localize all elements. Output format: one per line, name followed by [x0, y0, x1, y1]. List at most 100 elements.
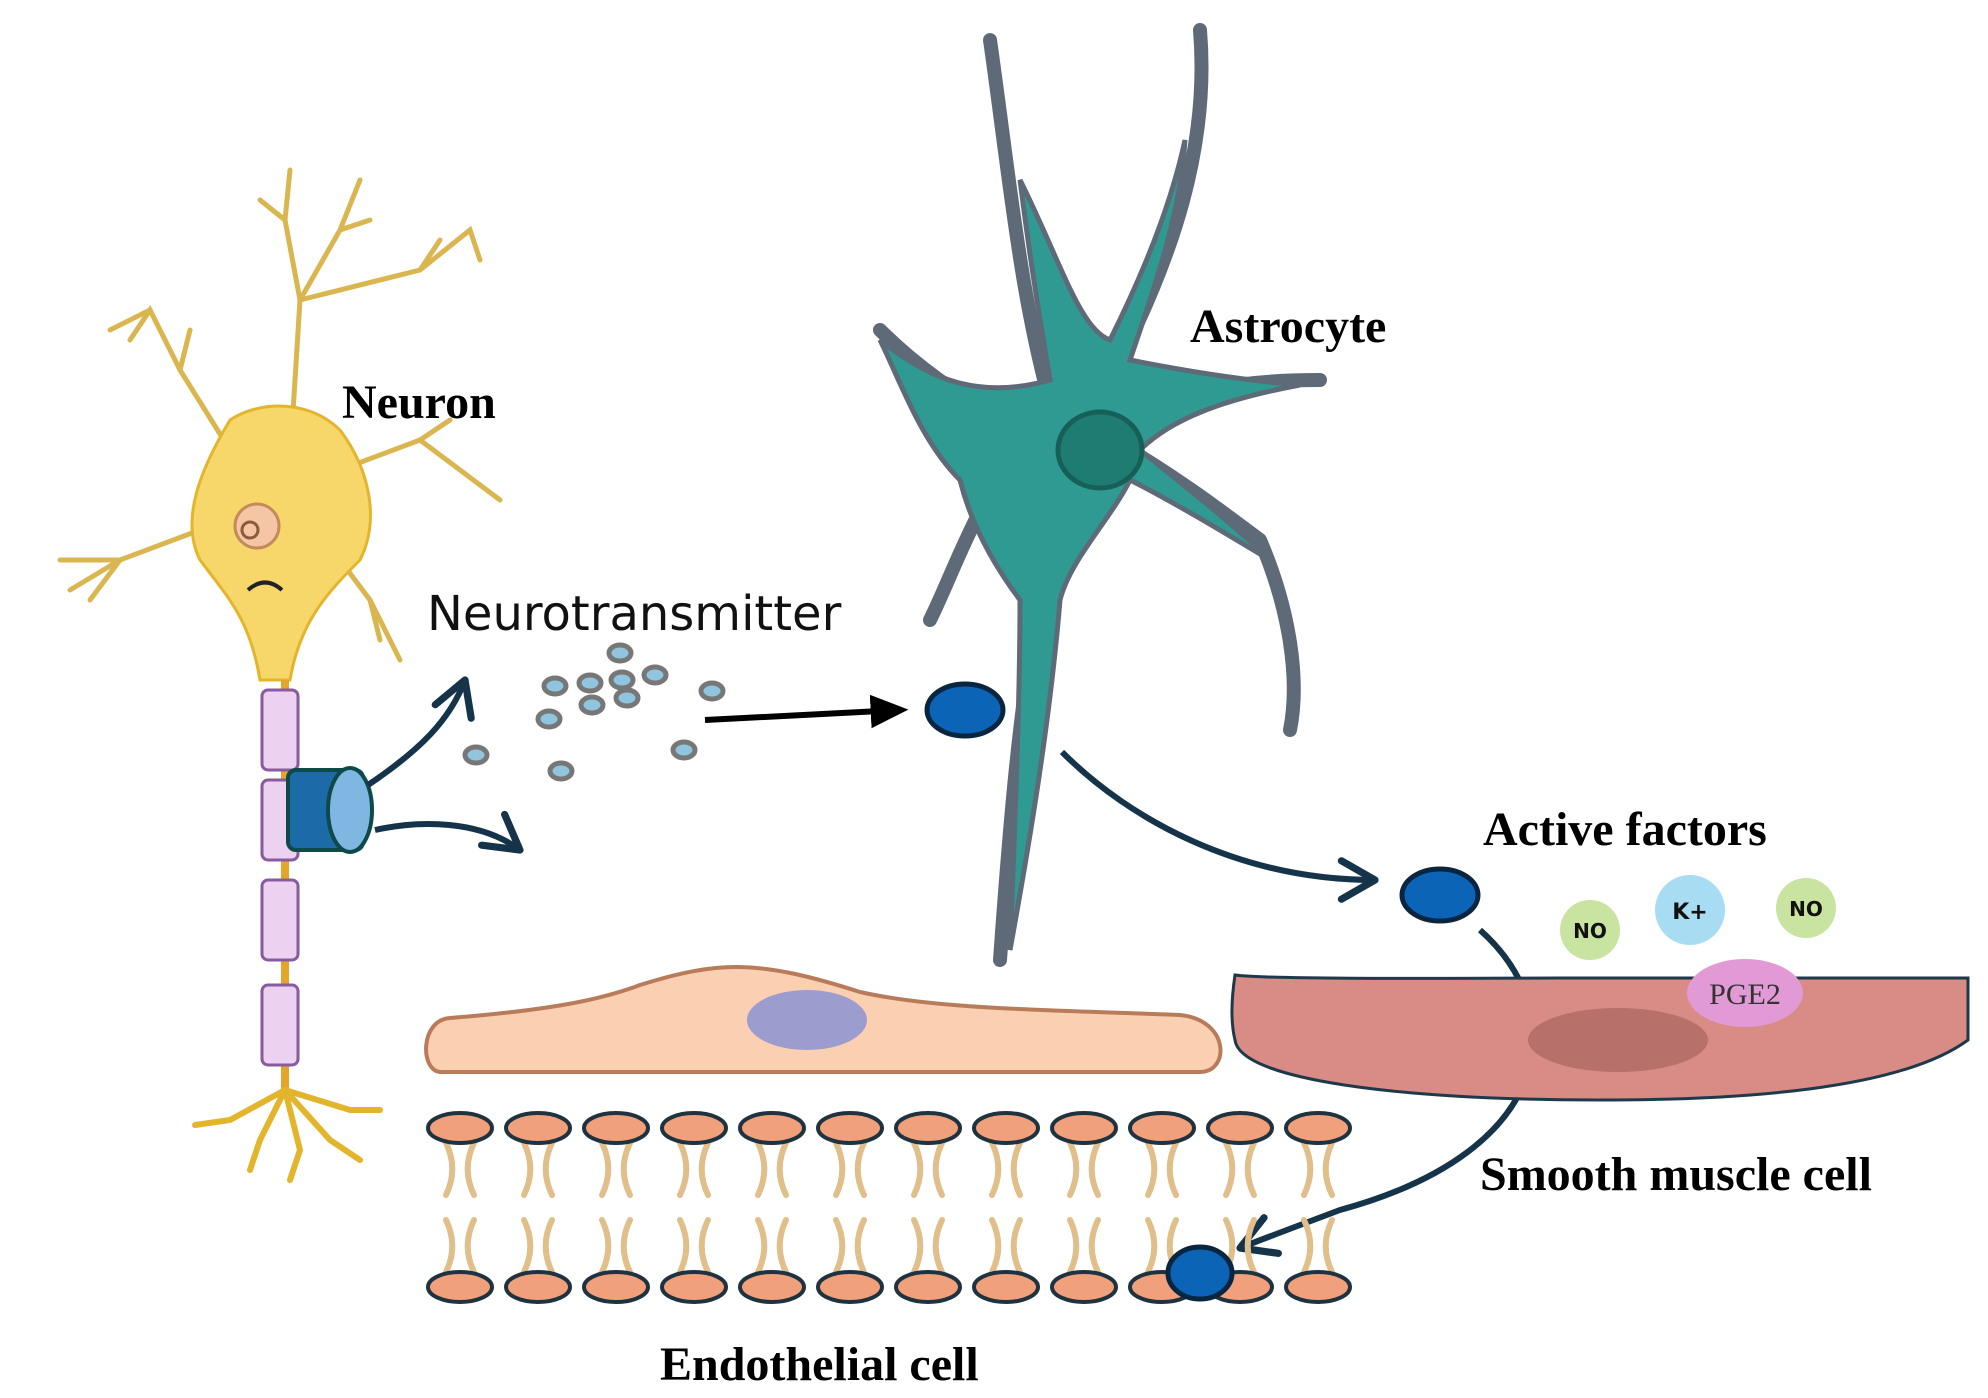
myelin-sheath [260, 983, 300, 1067]
lipid-tail [677, 1217, 690, 1275]
lipid-tail [911, 1140, 924, 1198]
lipid-head [1050, 1111, 1118, 1145]
lipid-head [894, 1270, 962, 1304]
label-neuron: Neuron [342, 376, 496, 429]
lipid-tail [1067, 1140, 1080, 1198]
neuron-soma [190, 404, 372, 682]
lipid-tail [932, 1140, 945, 1198]
myelin-sheath [260, 688, 300, 772]
lipid-tail [776, 1140, 789, 1198]
lipid-tail [1145, 1140, 1158, 1198]
lipid-tail [1166, 1140, 1179, 1198]
lipid-head [894, 1111, 962, 1145]
lipid-head [582, 1111, 650, 1145]
lipid-tail [854, 1140, 867, 1198]
astrocyte-body [877, 139, 1301, 951]
lipid-tail [833, 1217, 846, 1275]
lipid-tail [755, 1217, 768, 1275]
lipid-tail [698, 1140, 711, 1198]
lipid-head [1050, 1270, 1118, 1304]
signal-molecule-astrocyte [924, 681, 1006, 739]
label-endothelial-cell: Endothelial cell [660, 1338, 979, 1391]
myelin-sheath [260, 878, 300, 962]
lipid-head [1284, 1270, 1352, 1304]
lipid-head [504, 1270, 572, 1304]
neurotransmitter-vesicles [462, 642, 726, 782]
svg-text:PGE2: PGE2 [1709, 978, 1781, 1011]
astrocyte-nucleus [1055, 409, 1145, 491]
lipid-tail [932, 1217, 945, 1275]
lipid-tail [620, 1217, 633, 1275]
neuron [57, 167, 503, 1183]
lipid-tail [599, 1140, 612, 1198]
lipid-tail [1010, 1217, 1023, 1275]
lipid-tail [1145, 1217, 1158, 1275]
lipid-tail [854, 1217, 867, 1275]
active-factor-no-right: NO [1776, 878, 1836, 938]
lipid-tail [521, 1217, 534, 1275]
arrow-channel-to-neurotransmitter [366, 676, 475, 788]
endothelial-cell [424, 965, 1223, 1074]
lipid-tail [989, 1217, 1002, 1275]
lipid-head [816, 1111, 884, 1145]
lipid-tail [776, 1217, 789, 1275]
arrow-channel-to-synapse [374, 810, 524, 854]
lipid-head [426, 1270, 494, 1304]
neuron-er-arc [246, 580, 284, 592]
lipid-tail [911, 1217, 924, 1275]
lipid-head [582, 1270, 650, 1304]
lipid-head [972, 1270, 1040, 1304]
arrow-astrocyte-to-active-factors [1059, 749, 1379, 903]
active-factor-no-left: NO [1560, 900, 1620, 960]
smooth-muscle-cell [1230, 973, 1970, 1102]
neuron-nucleolus [240, 520, 260, 540]
lipid-tail [755, 1140, 768, 1198]
lipid-tail [599, 1217, 612, 1275]
label-astrocyte: Astrocyte [1190, 300, 1386, 353]
lipid-head [426, 1111, 494, 1145]
lipid-tail [542, 1217, 555, 1275]
smooth-muscle-nucleus [1528, 1008, 1708, 1072]
lipid-head [1128, 1111, 1196, 1145]
ion-channel [286, 766, 374, 854]
lipid-tail [698, 1217, 711, 1275]
lipid-head [738, 1111, 806, 1145]
lipid-head [660, 1111, 728, 1145]
svg-text:NO: NO [1789, 897, 1823, 921]
label-smooth-muscle-cell: Smooth muscle cell [1480, 1148, 1872, 1201]
axon-terminals [192, 1087, 383, 1183]
lipid-tail [464, 1140, 477, 1198]
active-factor-pge2: PGE2 [1687, 959, 1803, 1027]
lipid-head [1284, 1111, 1352, 1145]
lipid-head [1206, 1111, 1274, 1145]
lipid-tail [542, 1140, 555, 1198]
lipid-head [660, 1270, 728, 1304]
arrow-neurotransmitter-to-astrocyte [704, 694, 909, 729]
lipid-tail [443, 1217, 456, 1275]
label-active-factors: Active factors [1483, 803, 1767, 856]
signal-molecule-active-factor [1399, 866, 1481, 924]
endothelial-nucleus [747, 990, 867, 1050]
pathway-arrows [366, 676, 1537, 1257]
lipid-tail [521, 1140, 534, 1198]
membrane-bilayer [426, 1111, 1352, 1304]
lipid-head [504, 1111, 572, 1145]
svg-text:K+: K+ [1672, 900, 1707, 925]
lipid-tail [1301, 1140, 1314, 1198]
active-factor-k-plus: K+ [1655, 875, 1725, 945]
lipid-head [816, 1270, 884, 1304]
lipid-tail [833, 1140, 846, 1198]
lipid-tail [1088, 1140, 1101, 1198]
lipid-head [972, 1111, 1040, 1145]
lipid-tail [1322, 1217, 1335, 1275]
svg-text:NO: NO [1573, 919, 1607, 943]
lipid-tail [1322, 1140, 1335, 1198]
lipid-head [738, 1270, 806, 1304]
lipid-tail [1010, 1140, 1023, 1198]
label-neurotransmitter: Neurotransmitter [427, 586, 842, 642]
lipid-tail [443, 1140, 456, 1198]
lipid-tail [1244, 1217, 1257, 1275]
lipid-tail [1088, 1217, 1101, 1275]
signal-molecule-membrane [1165, 1244, 1235, 1302]
